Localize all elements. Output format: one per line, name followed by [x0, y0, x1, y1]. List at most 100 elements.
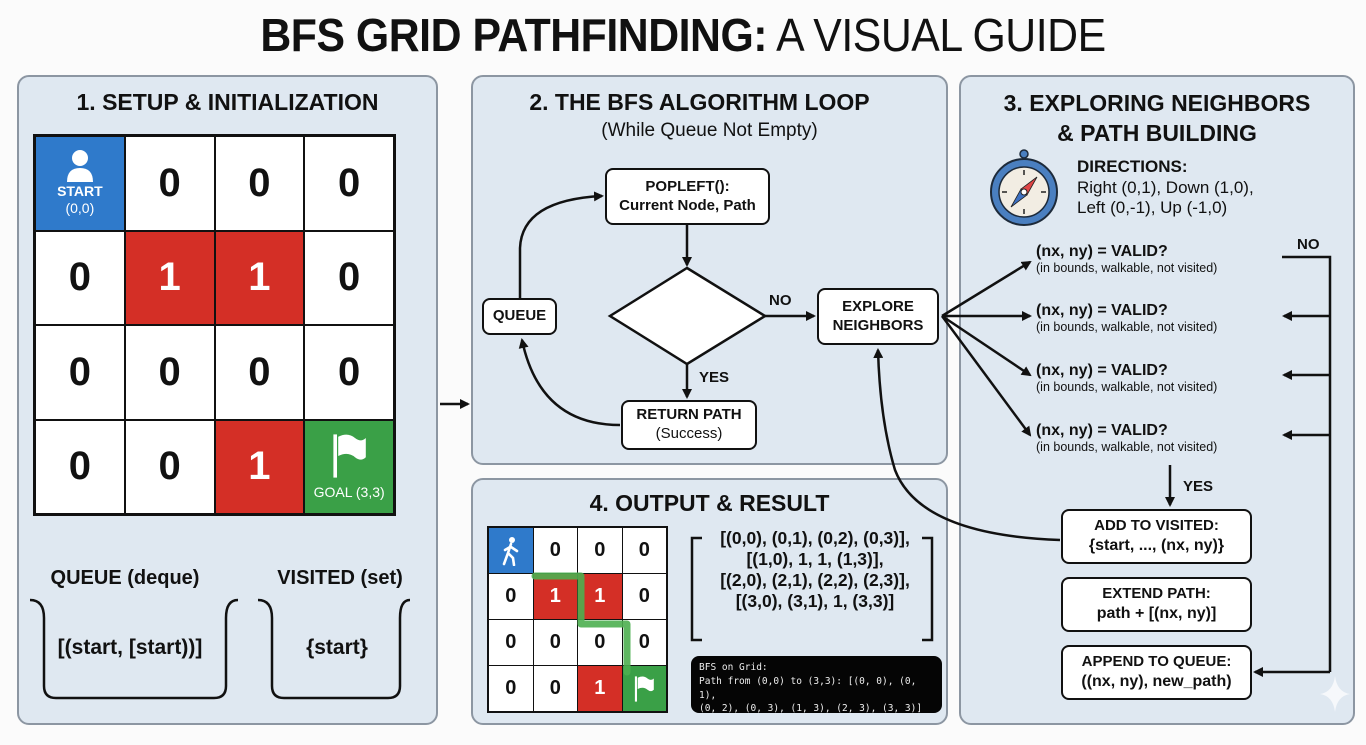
validity-check: (nx, ny) = VALID?(in bounds, walkable, n… [1036, 302, 1276, 334]
cell-value: 1 [594, 585, 606, 607]
cell-value: 0 [338, 349, 361, 394]
cell-value: 0 [338, 160, 361, 205]
return-path-node: RETURN PATH (Success) [621, 400, 757, 450]
grid-cell-open: 0 [533, 620, 577, 665]
check-title: (nx, ny) = VALID? [1036, 302, 1168, 319]
directions-line2: Left (0,-1), Up (-1,0) [1077, 198, 1228, 218]
directions-heading: DIRECTIONS: [1077, 157, 1188, 176]
grid-cell-open: 0 [622, 528, 666, 573]
walking-person-icon [502, 536, 519, 566]
cell-value: 0 [594, 539, 606, 561]
cell-value: 1 [594, 677, 606, 699]
grid-cell-wall: 1 [215, 420, 304, 513]
cell-value: 0 [505, 677, 517, 699]
grid-cell-open: 0 [125, 137, 214, 230]
add-visited-line2: {start, ..., (nx, ny)} [1088, 536, 1225, 554]
cell-value: 0 [248, 349, 271, 394]
grid-cell-open: 0 [622, 620, 666, 665]
grid-cell-start [489, 528, 533, 573]
return-line1: RETURN PATH [636, 406, 742, 424]
grid-cell-open: 0 [533, 666, 577, 711]
matrix-row: [(3,0), (3,1), 1, (3,3)] [735, 591, 895, 611]
decision-line1: IS CURRENT [641, 299, 734, 316]
grid-cell-open: 0 [578, 620, 622, 665]
cell-value: 0 [549, 631, 561, 653]
grid-cell-open: 0 [215, 137, 304, 230]
matrix-row: [(0,0), (0,1), (0,2), (0,3)], [720, 528, 910, 548]
check-detail: (in bounds, walkable, not visited) [1036, 320, 1218, 334]
title-regular: A VISUAL GUIDE [767, 9, 1106, 61]
directions-info: DIRECTIONS: Right (0,1), Down (1,0), Lef… [1077, 157, 1254, 219]
cell-value: 1 [549, 585, 561, 607]
yes-label: YES [699, 369, 730, 386]
cell-value: 0 [549, 677, 561, 699]
cell-value: 1 [248, 255, 271, 300]
cell-value: 0 [68, 444, 91, 489]
terminal-line: (0, 2), (0, 3), (1, 3), (2, 3), (3, 3)] [699, 703, 923, 715]
popleft-node: POPLEFT(): Current Node, Path [605, 168, 770, 225]
cell-value: 0 [248, 160, 271, 205]
return-line2: (Success) [655, 425, 723, 442]
cell-value: 0 [594, 631, 606, 653]
page-title: BFS GRID PATHFINDING: A VISUAL GUIDE [48, 8, 1318, 62]
check-detail: (in bounds, walkable, not visited) [1036, 380, 1218, 394]
add-visited-line1: ADD TO VISITED: [1094, 517, 1219, 535]
queue-node: QUEUE [482, 298, 557, 335]
panel-title: 2. THE BFS ALGORITHM LOOP [529, 89, 870, 115]
terminal-line: BFS on Grid: [699, 662, 768, 673]
validity-check: (nx, ny) = VALID?(in bounds, walkable, n… [1036, 422, 1276, 454]
cell-value: 0 [505, 585, 517, 607]
extend-path-node: EXTEND PATH: path + [(nx, ny)] [1061, 577, 1252, 632]
grid-cell-wall: 1 [215, 231, 304, 324]
check-detail: (in bounds, walkable, not visited) [1036, 440, 1218, 454]
explore-neighbors-node: EXPLORE NEIGHBORS [817, 288, 939, 345]
directions-line1: Right (0,1), Down (1,0), [1077, 177, 1254, 197]
terminal-line: Path from (0,0) to (3,3): [(0, 0), (0, 1… [699, 675, 917, 701]
grid-cell-goal [622, 666, 666, 711]
cell-value: 0 [638, 631, 650, 653]
grid-cell-start: START(0,0) [36, 137, 124, 230]
cell-value: 1 [158, 255, 181, 300]
visited-label: VISITED (set) [277, 567, 403, 589]
terminal-output: BFS on Grid: Path from (0,0) to (3,3): [… [691, 656, 942, 715]
check-title: (nx, ny) = VALID? [1036, 243, 1168, 260]
grid-cell-wall: 1 [125, 231, 214, 324]
panel-title-line2: & PATH BUILDING [1057, 119, 1257, 146]
cell-value: 0 [158, 349, 181, 394]
flag-icon [333, 434, 366, 478]
goal-label: GOAL (3,3) [313, 484, 385, 501]
cell-value: 0 [338, 255, 361, 300]
decision-label: IS CURRENT == GOAL? [615, 298, 760, 337]
extend-line1: EXTEND PATH: [1102, 585, 1211, 603]
cell-value: 0 [505, 631, 517, 653]
panel-title: 1. SETUP & INITIALIZATION [76, 89, 379, 115]
check-title: (nx, ny) = VALID? [1036, 362, 1168, 379]
start-coord: (0,0) [65, 200, 95, 217]
grid-cell-open: 0 [533, 528, 577, 573]
validity-check: (nx, ny) = VALID?(in bounds, walkable, n… [1036, 362, 1276, 394]
grid-cell-wall: 1 [578, 574, 622, 619]
grid-cell-open: 0 [622, 574, 666, 619]
grid-cell-open: 0 [578, 528, 622, 573]
extend-line2: path + [(nx, ny)] [1096, 604, 1217, 622]
no-label: NO [769, 292, 792, 309]
append-line1: APPEND TO QUEUE: [1081, 653, 1232, 671]
grid-cell-open: 0 [305, 326, 393, 419]
explore-line1: EXPLORE [842, 297, 914, 315]
validity-check: (nx, ny) = VALID?(in bounds, walkable, n… [1036, 243, 1276, 275]
popleft-line1: POPLEFT(): [645, 177, 730, 195]
grid-cell-wall: 1 [578, 666, 622, 711]
panel-title: 4. OUTPUT & RESULT [589, 490, 830, 516]
grid-cell-open: 0 [36, 420, 124, 513]
start-label: START [57, 183, 103, 200]
panel-title-line1: 3. EXPLORING NEIGHBORS [1003, 90, 1311, 116]
add-visited-node: ADD TO VISITED: {start, ..., (nx, ny)} [1061, 509, 1252, 564]
no-label: NO [1297, 236, 1320, 253]
cell-value: 0 [549, 539, 561, 561]
grid-cell-open: 0 [489, 574, 533, 619]
cell-value: 0 [638, 585, 650, 607]
popleft-line2: Current Node, Path [619, 196, 756, 214]
explore-line2: NEIGHBORS [832, 316, 924, 334]
matrix-row: [(2,0), (2,1), (2,2), (2,3)], [720, 570, 910, 590]
